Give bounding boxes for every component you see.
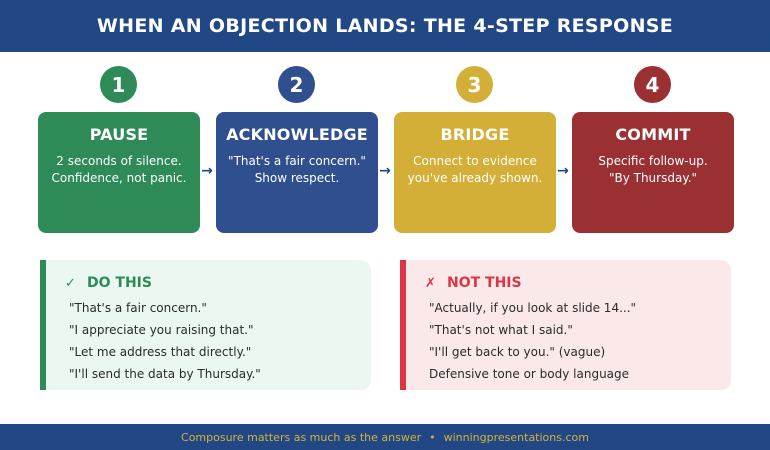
list-item: "I'll send the data by Thursday." [69, 367, 261, 381]
step-description: Connect to evidence you've already shown… [394, 153, 556, 187]
list-item: "That's a fair concern." [69, 301, 207, 315]
step-description-line: Connect to evidence [413, 154, 537, 168]
not-this-list: "Actually, if you look at slide 14..." "… [429, 297, 731, 385]
step-description-line: 2 seconds of silence. [56, 154, 182, 168]
footer-banner: Composure matters as much as the answer … [0, 424, 770, 450]
step-description: Specific follow-up. "By Thursday." [572, 153, 734, 187]
not-this-heading: ✗ NOT THIS [425, 274, 731, 292]
page-title: WHEN AN OBJECTION LANDS: THE 4-STEP RESP… [96, 15, 674, 37]
not-this-panel: ✗ NOT THIS "Actually, if you look at sli… [400, 260, 731, 390]
do-this-heading: ✓ DO THIS [65, 274, 371, 292]
step-title: PAUSE [89, 125, 149, 144]
bullet-separator-icon: • [429, 430, 436, 444]
step-description: 2 seconds of silence. Confidence, not pa… [38, 153, 200, 187]
arrow-right-icon: → [379, 163, 391, 179]
step-card-acknowledge: ACKNOWLEDGE "That's a fair concern." Sho… [216, 112, 378, 233]
list-item: Defensive tone or body language [429, 367, 630, 381]
arrow-right-icon: → [201, 163, 213, 179]
step-description: "That's a fair concern." Show respect. [216, 153, 378, 187]
do-this-title: DO THIS [87, 275, 152, 291]
step-title: COMMIT [615, 125, 691, 144]
checkmark-icon: ✓ [65, 275, 76, 291]
do-this-panel: ✓ DO THIS "That's a fair concern." "I ap… [40, 260, 371, 390]
step-description-line: "That's a fair concern." [228, 154, 366, 168]
step-4-number-badge: 4 [634, 66, 671, 103]
footer-site: winningpresentations.com [443, 430, 589, 444]
list-item: "I appreciate you raising that." [69, 323, 254, 337]
step-description-line: Specific follow-up. [598, 154, 708, 168]
step-title: ACKNOWLEDGE [226, 125, 368, 144]
step-description-line: Show respect. [254, 171, 340, 185]
list-item: "That's not what I said." [429, 323, 573, 337]
footer-tagline: Composure matters as much as the answer [181, 430, 422, 444]
do-this-list: "That's a fair concern." "I appreciate y… [69, 297, 371, 385]
step-description-line: "By Thursday." [608, 171, 698, 185]
step-description-line: you've already shown. [407, 171, 543, 185]
not-this-title: NOT THIS [447, 275, 522, 291]
step-description-line: Confidence, not panic. [51, 171, 187, 185]
list-item: "I'll get back to you." (vague) [429, 345, 606, 359]
title-banner: WHEN AN OBJECTION LANDS: THE 4-STEP RESP… [0, 0, 770, 52]
step-2-number-badge: 2 [278, 66, 315, 103]
cross-icon: ✗ [425, 275, 436, 291]
step-1-number-badge: 1 [100, 66, 137, 103]
list-item: "Let me address that directly." [69, 345, 252, 359]
arrow-right-icon: → [557, 163, 569, 179]
step-card-pause: PAUSE 2 seconds of silence. Confidence, … [38, 112, 200, 233]
list-item: "Actually, if you look at slide 14..." [429, 301, 637, 315]
step-card-bridge: BRIDGE Connect to evidence you've alread… [394, 112, 556, 233]
step-3-number-badge: 3 [456, 66, 493, 103]
step-card-commit: COMMIT Specific follow-up. "By Thursday.… [572, 112, 734, 233]
step-title: BRIDGE [440, 125, 510, 144]
